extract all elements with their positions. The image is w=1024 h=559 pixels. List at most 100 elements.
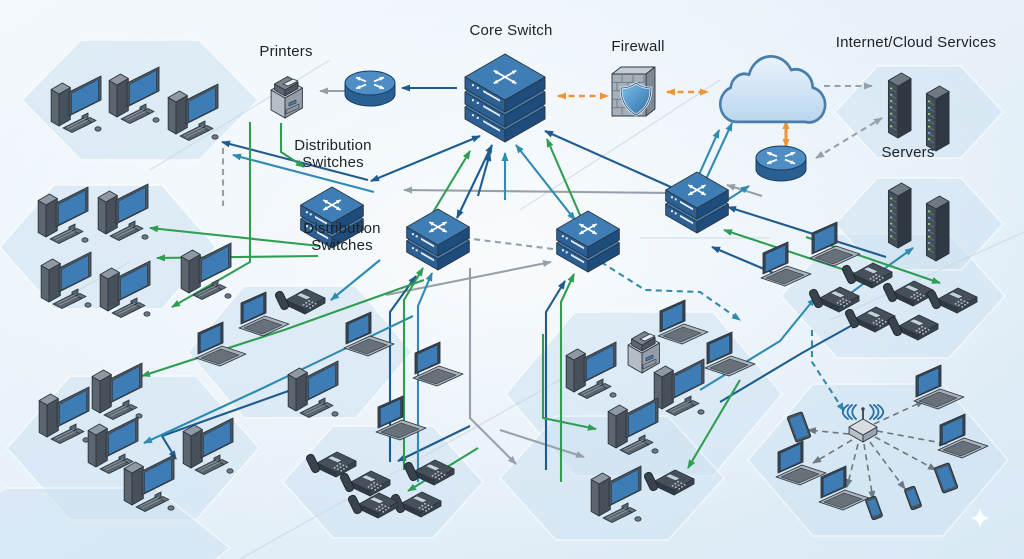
connection-db-arrow — [397, 425, 471, 462]
router-icon — [344, 70, 396, 107]
connection-tl-dashed-arrow — [600, 261, 741, 321]
connection-gy-arrow — [499, 429, 585, 458]
desktop-icon — [37, 186, 89, 244]
desktop-icon — [40, 251, 92, 309]
laptop-icon — [412, 341, 464, 387]
connection-gr-arrow — [402, 267, 424, 470]
connection-db-arrow — [719, 321, 859, 403]
laptop-icon — [818, 465, 870, 511]
dist-switch-icon — [300, 186, 364, 249]
voip-phone-icon — [347, 492, 399, 519]
label-printers: Printers — [259, 43, 312, 60]
connections-layer — [141, 82, 948, 500]
desktop-icon — [99, 260, 151, 318]
dist-switch-icon — [556, 210, 620, 273]
dist-switch-icon — [406, 208, 470, 271]
firewall-icon — [611, 66, 656, 117]
connection-gy-dashed-arrow — [815, 117, 883, 159]
dist-switch-icon — [665, 171, 729, 234]
connection-tl-dashed-arrow — [810, 330, 845, 412]
voip-phone-icon — [305, 451, 357, 478]
connection-tl-arrow — [515, 144, 576, 221]
desktop-icon — [91, 362, 143, 420]
desktop-icon — [108, 66, 160, 124]
laptop-icon — [238, 291, 290, 337]
label-core-switch: Core Switch — [469, 22, 552, 39]
connection-apg-dashed-arrow — [845, 443, 859, 488]
voip-phone-icon — [887, 314, 939, 341]
label-firewall: Firewall — [611, 38, 664, 55]
desktop-icon — [182, 417, 234, 475]
desktop-icon — [287, 360, 339, 418]
connection-apg-dashed-arrow — [807, 427, 850, 435]
desktop-icon — [123, 454, 175, 512]
printer-icon — [627, 331, 660, 374]
voip-phone-icon — [844, 306, 896, 333]
core-switch-icon — [464, 53, 546, 143]
connection-db-arrow — [544, 280, 566, 470]
label-servers: Servers — [881, 144, 934, 161]
smartphone-icon — [904, 485, 922, 511]
laptop-icon — [937, 413, 989, 459]
smartphone-icon — [865, 495, 883, 521]
voip-phone-icon — [808, 286, 860, 313]
access-point-icon — [841, 404, 885, 443]
voip-phone-icon — [841, 262, 893, 289]
connection-apg-dashed-arrow — [874, 436, 937, 471]
label-internet-cloud-services: Internet/Cloud Services — [836, 34, 997, 51]
laptop-icon — [775, 440, 827, 486]
connection-gr-arrow — [546, 138, 584, 223]
connection-gr-arrow — [149, 225, 321, 248]
desktop-icon — [607, 397, 659, 455]
cloud-icon — [718, 54, 827, 124]
connection-tl-arrow — [232, 153, 375, 194]
connection-gr-arrow — [541, 334, 597, 431]
desktop-icon — [565, 341, 617, 399]
connection-apg-dashed-arrow — [863, 443, 876, 500]
voip-phone-icon — [926, 287, 978, 314]
platform-hexagon — [747, 383, 1009, 537]
voip-phone-icon — [403, 459, 455, 486]
connection-tl-arrow — [330, 259, 381, 301]
connection-apg-dashed-arrow — [876, 430, 948, 446]
connection-gr-arrow — [279, 123, 305, 168]
connection-tl-arrow — [416, 272, 433, 482]
connection-db-arrow — [544, 130, 683, 193]
background-trace — [239, 379, 561, 559]
server-icon — [887, 72, 912, 139]
tablet-icon — [786, 411, 812, 443]
router-icon — [755, 145, 807, 182]
connection-gr-arrow — [141, 279, 425, 377]
connection-db-arrow — [370, 135, 481, 182]
devices-layer — [37, 53, 990, 528]
connection-apg-dashed-arrow — [812, 439, 853, 464]
sparkle-icon — [970, 508, 990, 528]
desktop-icon — [97, 183, 149, 241]
laptop-icon — [195, 321, 247, 367]
connection-gr-arrow — [723, 229, 861, 276]
connection-db-arrow — [160, 383, 309, 460]
connection-apg-dashed-arrow — [873, 400, 925, 425]
printer-icon — [270, 76, 303, 119]
laptop-icon — [704, 331, 756, 377]
background-trace — [829, 231, 1024, 321]
desktop-icon — [50, 75, 102, 133]
connection-gr-arrow — [559, 273, 575, 482]
server-icon — [925, 85, 950, 152]
laptop-icon — [343, 311, 395, 357]
laptop-icon — [375, 395, 427, 441]
connection-gy-arrow — [385, 260, 552, 297]
desktop-icon — [87, 416, 139, 474]
voip-phone-icon — [339, 470, 391, 497]
connection-gr-arrow — [687, 379, 741, 469]
connection-gy-arrow — [468, 268, 517, 465]
background-trace — [149, 59, 331, 171]
desktop-icon — [167, 83, 219, 141]
connection-db-arrow — [476, 152, 492, 197]
laptop-icon — [809, 221, 861, 267]
desktop-icon — [180, 242, 232, 300]
connection-gr-arrow — [431, 150, 471, 215]
